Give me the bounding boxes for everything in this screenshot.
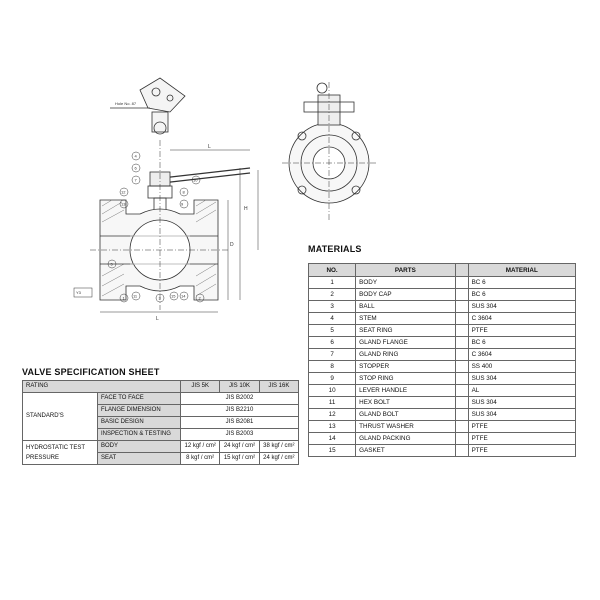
callout-6: 6 — [131, 163, 141, 173]
standards-row: INSPECTION & TESTING JIS B2003 — [23, 428, 299, 441]
svg-text:3: 3 — [159, 296, 162, 301]
height-letter: H — [244, 206, 248, 212]
standards-row: FLANGE DIMENSION JIS B2210 — [23, 404, 299, 417]
svg-text:12: 12 — [121, 190, 126, 195]
callout-10: 10 — [191, 175, 201, 185]
header-parts: PARTS — [355, 263, 456, 277]
callout-3: 3 — [155, 293, 165, 303]
svg-text:10: 10 — [193, 178, 198, 183]
callout-7: 7 — [131, 175, 141, 185]
callout-4: 4 — [131, 151, 141, 161]
standards-row: STANDARD'S FACE TO FACE JIS B2002 — [22, 392, 299, 441]
callout-9: 9 — [179, 199, 189, 209]
callout-1: 1 — [119, 293, 129, 303]
svg-text:9: 9 — [181, 202, 184, 207]
valve-side-view — [282, 82, 378, 220]
rating-row: RATING JIS 5K JIS 10K JIS 16K — [22, 380, 300, 393]
materials-title: MATERIALS — [308, 244, 362, 254]
svg-text:2: 2 — [199, 296, 202, 301]
callout-11: 11 — [131, 291, 141, 301]
hydro-row: HYDROSTATIC TEST PRESSURE BODY 12 kgf / … — [22, 440, 300, 465]
handle-detail-note: Hole No. 87 — [115, 101, 137, 106]
header-material: MATERIAL — [467, 263, 577, 277]
rating-label: RATING — [22, 380, 181, 393]
svg-text:11: 11 — [133, 294, 138, 299]
part-callouts: 1 2 3 4 5 6 7 8 9 10 11 12 13 14 15 — [107, 151, 205, 303]
svg-text:1: 1 — [123, 296, 126, 301]
svg-text:6: 6 — [135, 166, 138, 171]
handle-letter: L — [208, 144, 211, 150]
svg-text:15: 15 — [171, 294, 176, 299]
spec-table: RATING JIS 5K JIS 10K JIS 16K STANDARD'S… — [22, 380, 300, 465]
callout-2: 2 — [195, 293, 205, 303]
svg-text:7: 7 — [135, 178, 138, 183]
svg-text:8: 8 — [183, 190, 186, 195]
materials-header-row: NO. PARTS MATERIAL — [307, 263, 577, 277]
callout-15: 15 — [169, 291, 179, 301]
callout-14: 14 — [179, 291, 189, 301]
hydro-row: SEAT 8 kgf / cm² 15 kgf / cm² 24 kgf / c… — [23, 452, 300, 465]
handle-detail-view: Hole No. 87 — [110, 77, 186, 135]
svg-text:14: 14 — [181, 294, 186, 299]
flange-note: Y3 — [76, 290, 82, 295]
svg-text:4: 4 — [135, 154, 138, 159]
callout-13: 13 — [119, 199, 129, 209]
callout-8: 8 — [179, 187, 189, 197]
header-no: NO. — [307, 263, 357, 277]
dia-letter: D — [230, 242, 234, 248]
spec-title: VALVE SPECIFICATION SHEET — [22, 367, 160, 377]
svg-text:5: 5 — [111, 262, 114, 267]
callout-12: 12 — [119, 187, 129, 197]
callout-5: 5 — [107, 259, 117, 269]
face-letter: L — [156, 316, 159, 322]
svg-text:13: 13 — [121, 202, 126, 207]
valve-front-view: L H D L Y3 — [73, 140, 259, 322]
standards-label: STANDARD'S — [22, 392, 98, 441]
hydro-label: HYDROSTATIC TEST PRESSURE — [22, 440, 98, 465]
